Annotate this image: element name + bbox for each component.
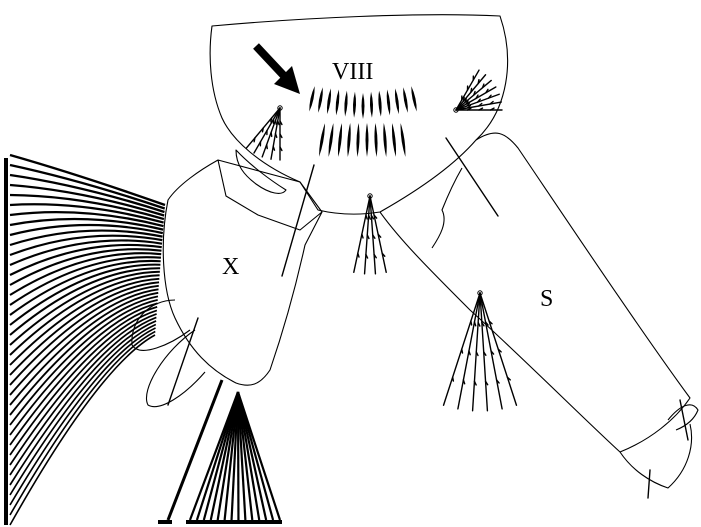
comb-scale <box>344 91 347 117</box>
comb-scale <box>356 123 359 157</box>
comb-scale <box>411 86 416 111</box>
siphon-basal-lobe <box>432 168 462 248</box>
comb-scale <box>401 123 406 157</box>
segment-viii-label: VIII <box>332 59 373 85</box>
tuft-barb <box>267 145 268 149</box>
tuft-barb <box>366 215 367 219</box>
tuft-segment-viii-left <box>247 106 283 160</box>
siphon-apex-valve-1 <box>620 424 692 488</box>
tuft-barb <box>471 88 472 92</box>
comb-scale <box>383 123 386 157</box>
comb-scale <box>319 123 325 156</box>
comb-scale <box>309 86 314 111</box>
comb-scale <box>403 87 408 113</box>
tuft-barb <box>478 80 479 84</box>
tuft-barb <box>358 253 359 257</box>
papilla-seta <box>168 318 198 405</box>
setal-tufts <box>247 70 517 411</box>
comb-scale <box>327 88 331 114</box>
saddle-outline <box>218 160 322 230</box>
tuft-barb <box>453 377 454 381</box>
brush-seta <box>10 155 165 205</box>
segment-viii-outline <box>210 15 507 214</box>
tuft-segment-viii-ventral <box>354 194 386 274</box>
caudal-setae <box>190 392 280 520</box>
tuft-barb <box>471 321 472 325</box>
siphon-label: S <box>540 286 553 312</box>
comb-scale <box>374 123 377 157</box>
comb-scale <box>353 92 356 118</box>
tuft-barb <box>474 322 475 326</box>
tuft-segment-viii-right <box>454 70 502 112</box>
comb-scale <box>378 91 381 117</box>
comb-scale <box>318 87 323 113</box>
tuft-barb <box>278 121 279 125</box>
comb-scale <box>392 123 396 157</box>
comb-scales <box>309 86 416 157</box>
comb-scale <box>362 93 365 119</box>
segment-x-label: X <box>222 254 239 280</box>
tuft-barb <box>469 351 470 355</box>
tuft-barb <box>273 146 274 150</box>
ventral-brush-setae <box>10 155 165 525</box>
comb-scale <box>370 92 373 118</box>
tuft-barb <box>462 349 463 353</box>
comb-scale <box>395 88 399 114</box>
tuft-barb <box>362 234 363 238</box>
comb-scale <box>366 123 369 157</box>
tuft-siphon <box>444 291 517 411</box>
siphon-apex-seta-2 <box>648 470 650 498</box>
comb-scale <box>387 89 391 115</box>
tuft-barb <box>263 128 264 132</box>
pointer-arrow-icon <box>256 46 300 94</box>
anal-papilla-2 <box>146 330 205 407</box>
comb-scale <box>336 89 340 115</box>
siphon-outline <box>380 133 690 452</box>
tuft-barb <box>463 380 464 384</box>
tuft-barb <box>271 132 272 136</box>
comb-scale <box>329 123 334 157</box>
comb-scale <box>347 123 350 157</box>
comb-scale <box>338 123 342 157</box>
tuft-barb <box>276 120 277 124</box>
tuft-barb <box>254 138 255 142</box>
siphon-basal-seta <box>446 138 498 216</box>
tuft-barb <box>275 134 276 138</box>
caudal-seta-single <box>168 380 222 520</box>
